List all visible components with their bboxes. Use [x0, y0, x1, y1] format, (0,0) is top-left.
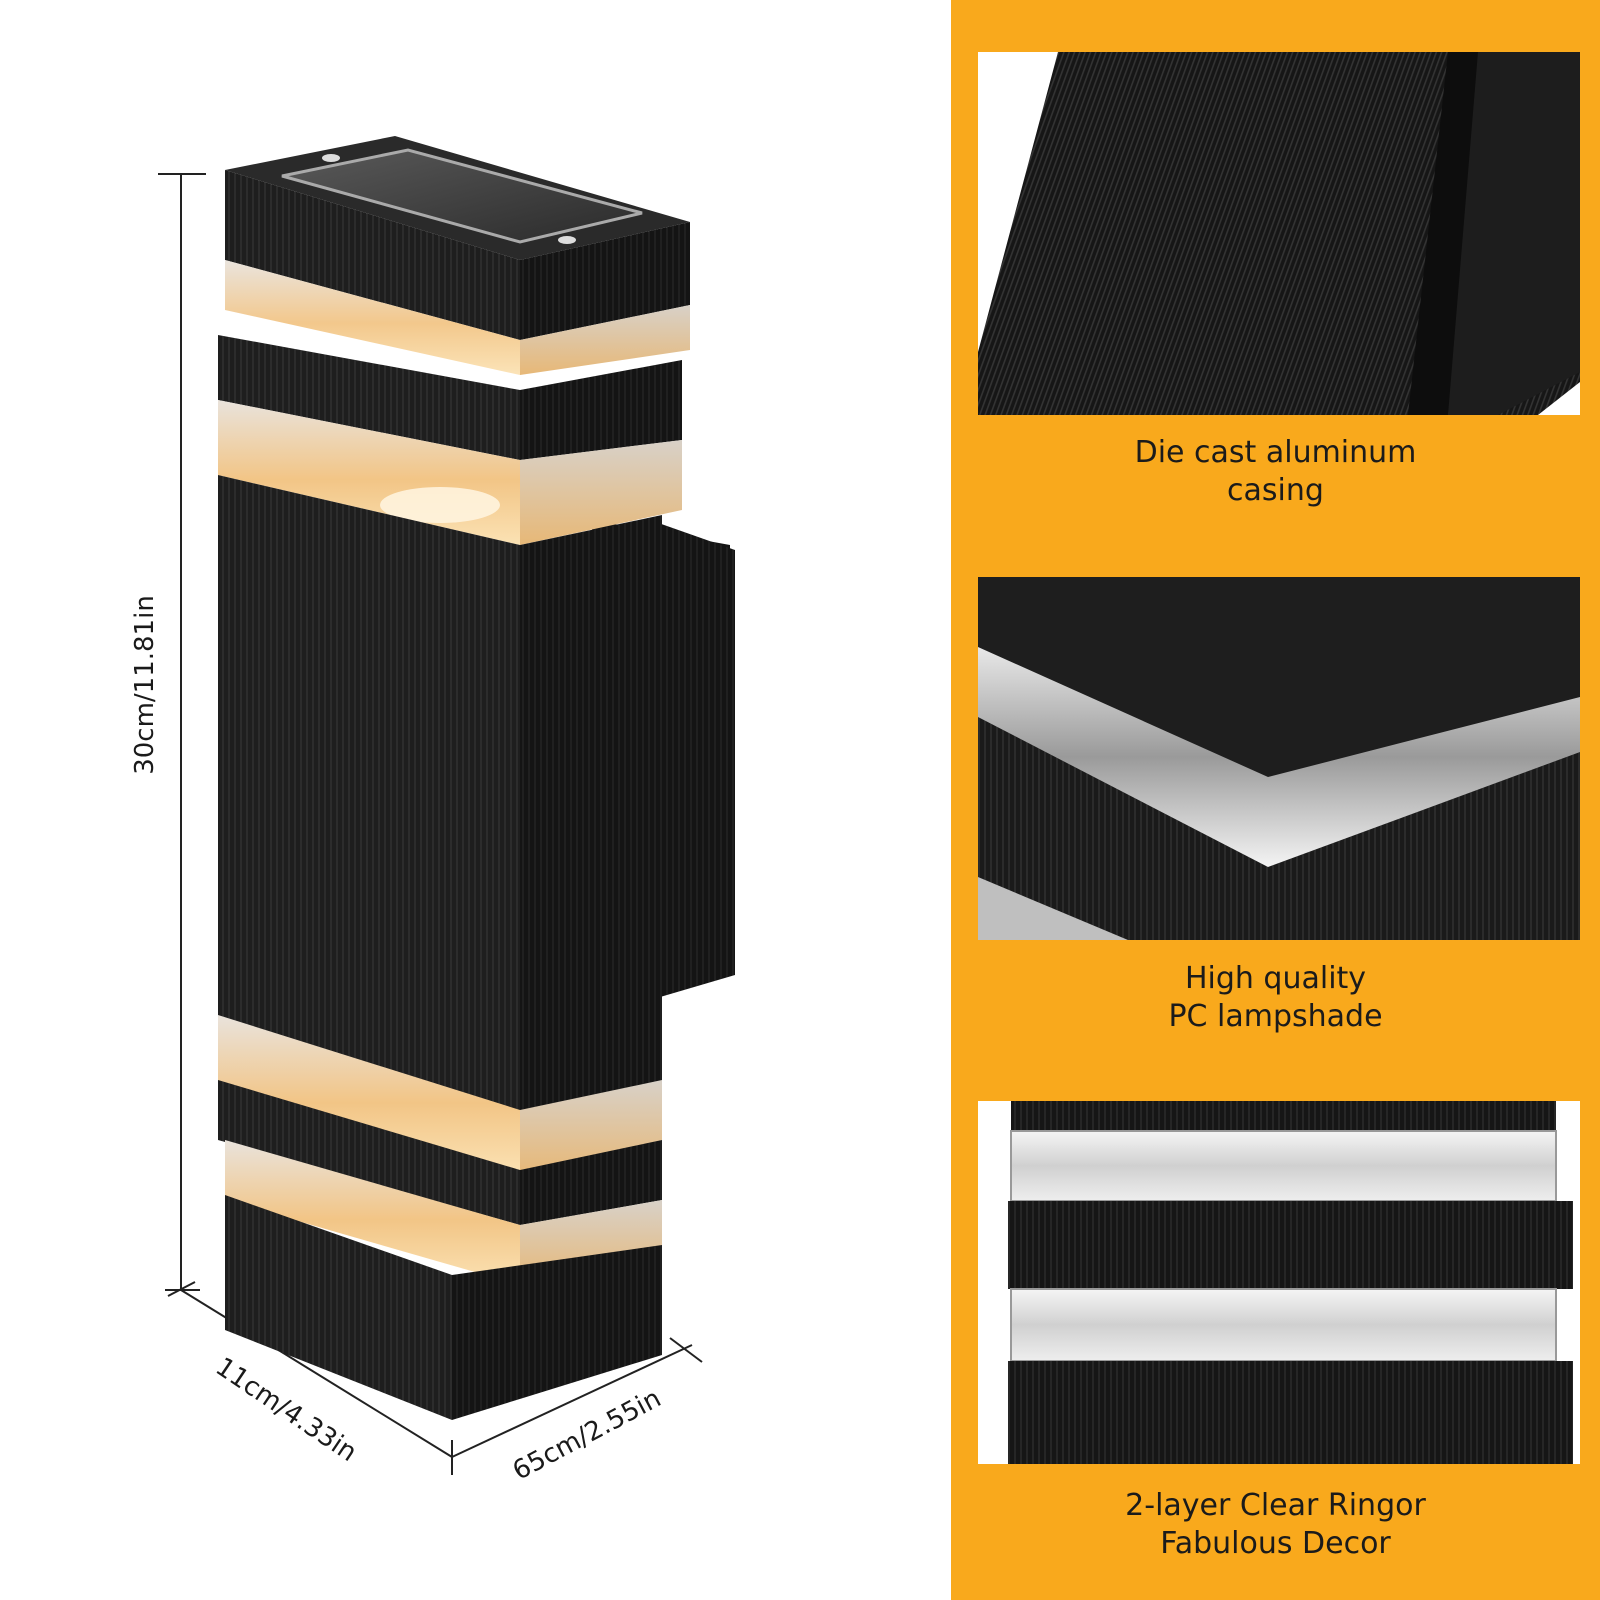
height-dimension-label: 30cm/11.81in: [130, 595, 160, 775]
feature-caption-casing: Die cast aluminum casing: [951, 434, 1600, 510]
feature-caption-line: PC lampshade: [1168, 999, 1383, 1034]
feature-caption-line: Die cast aluminum: [1134, 435, 1417, 470]
feature-caption-line: casing: [1227, 473, 1324, 508]
lampshade-detail-image: [978, 577, 1580, 940]
product-view-panel: 30cm/11.81in 11cm/4.33in 65cm/2.55in: [130, 136, 735, 1487]
feature-caption-clear-ring: 2-layer Clear Ringor Fabulous Decor: [951, 1487, 1600, 1563]
clear-ring-detail-image: [978, 1101, 1580, 1464]
casing-detail-image: [978, 52, 1580, 415]
feature-caption-line: Fabulous Decor: [1160, 1526, 1391, 1561]
dimension-lines: [158, 136, 735, 1475]
feature-caption-line: 2-layer Clear Ringor: [1125, 1488, 1426, 1523]
feature-caption-lampshade: High quality PC lampshade: [951, 960, 1600, 1036]
feature-caption-line: High quality: [1184, 961, 1367, 996]
